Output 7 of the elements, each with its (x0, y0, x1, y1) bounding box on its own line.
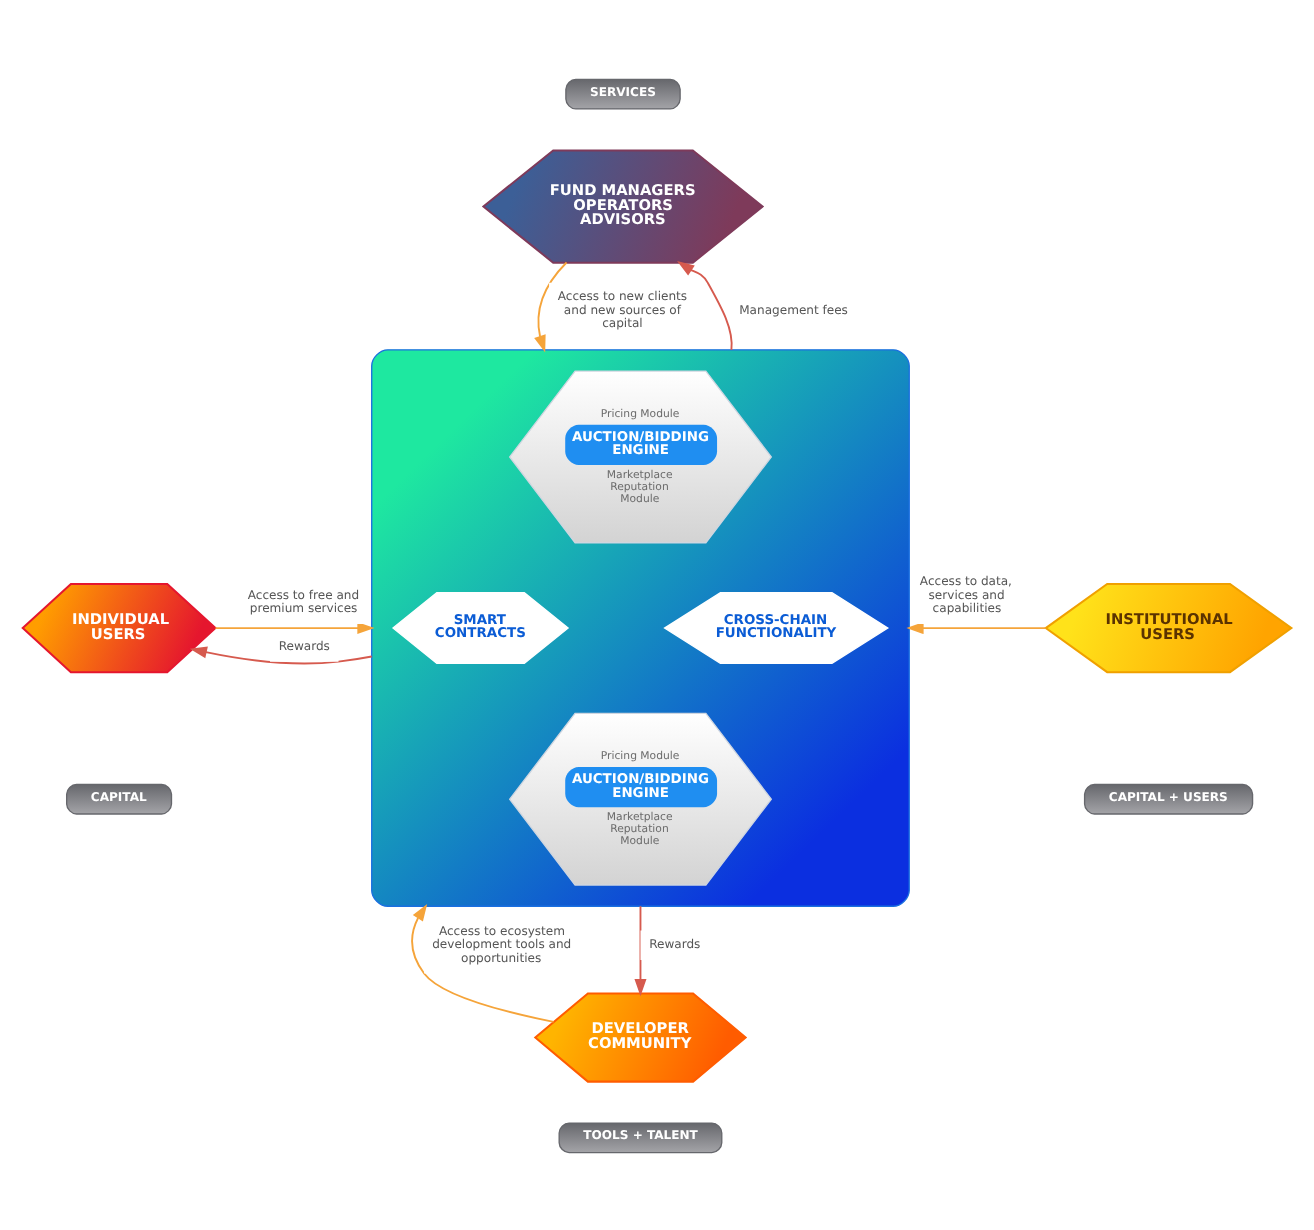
arrow (189, 645, 373, 664)
arrow (411, 902, 555, 1022)
cluster (371, 348, 910, 906)
arrow (214, 621, 375, 634)
arrow (906, 621, 1047, 634)
arrow (534, 260, 568, 352)
arrow (677, 259, 733, 350)
